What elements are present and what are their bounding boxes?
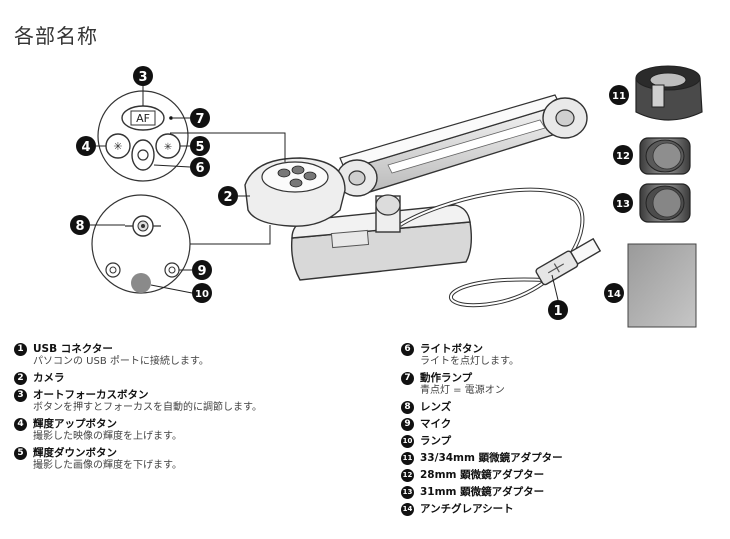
svg-text:2: 2: [223, 190, 232, 205]
svg-text:1: 1: [553, 304, 562, 319]
legend-number-badge: 9: [401, 418, 414, 431]
legend-description: 撮影した映像の輝度を上げます。: [33, 431, 182, 442]
usb-connector: [535, 237, 602, 286]
legend-label: アンチグレアシート: [420, 503, 514, 515]
af-label: AF: [136, 112, 150, 125]
callout-3: 3: [133, 66, 153, 106]
svg-text:4: 4: [81, 140, 90, 155]
legend-number-badge: 7: [401, 372, 414, 385]
callout-8: 8: [70, 215, 125, 235]
legend-item: 4 輝度アップボタン撮影した映像の輝度を上げます。: [14, 418, 374, 443]
svg-text:14: 14: [607, 289, 621, 300]
legend-number-badge: 14: [401, 503, 414, 516]
callout-4: 4: [76, 136, 106, 156]
legend-number-badge: 1: [14, 343, 27, 356]
legend-number-badge: 4: [14, 418, 27, 431]
legend-left: 1 USB コネクターパソコンの USB ポートに接続します。 2 カメラ 3 オートフォ…: [14, 343, 374, 476]
svg-text:6: 6: [195, 161, 204, 176]
svg-text:3: 3: [138, 70, 147, 85]
legend-item: 9 マイク: [401, 418, 721, 431]
callout-11: 11: [609, 85, 629, 105]
legend-item: 13 31mm 顕微鏡アダプター: [401, 486, 721, 499]
legend-item: 2 カメラ: [14, 372, 374, 385]
legend-number-badge: 6: [401, 343, 414, 356]
legend-number-badge: 3: [14, 389, 27, 402]
svg-text:✳: ✳: [113, 140, 122, 153]
callout-7: 7: [173, 108, 210, 128]
anti-glare-sheet: [627, 243, 697, 328]
svg-text:10: 10: [195, 289, 209, 300]
legend-number-badge: 8: [401, 401, 414, 414]
legend-item: 11 33/34mm 顕微鏡アダプター: [401, 452, 721, 465]
legend-label: レンズ: [420, 401, 452, 413]
legend-number-badge: 13: [401, 486, 414, 499]
page-title: 各部名称: [14, 24, 98, 48]
callout-10: 10: [150, 283, 212, 303]
legend-description: 撮影した画像の輝度を下げます。: [33, 460, 182, 471]
legend-description: ボタンを押すとフォーカスを自動的に調節します。: [33, 402, 262, 413]
svg-text:5: 5: [195, 140, 204, 155]
legend-description: ライトを点灯します。: [420, 356, 519, 367]
legend-label: 輝度アップボタン: [33, 418, 117, 430]
callout-5: 5: [180, 136, 210, 156]
legend-item: 3 オートフォーカスボタンボタンを押すとフォーカスを自動的に調節します。: [14, 389, 374, 414]
legend-label: ライトボタン: [420, 343, 483, 355]
adapter-31mm: [639, 183, 691, 223]
svg-text:9: 9: [197, 264, 206, 279]
lens-panel-zoom: [91, 194, 191, 294]
svg-text:11: 11: [612, 91, 626, 102]
legend-item: 6 ライトボタンライトを点灯します。: [401, 343, 721, 368]
legend-label: 28mm 顕微鏡アダプター: [420, 469, 545, 481]
adapter-28mm: [639, 137, 691, 175]
callout-6: 6: [153, 157, 210, 177]
callout-13: 13: [613, 193, 633, 213]
svg-text:8: 8: [75, 219, 84, 234]
adapter-33-34mm: [635, 65, 703, 121]
legend-description: 青点灯 = 電源オン: [420, 385, 505, 396]
legend-number-badge: 2: [14, 372, 27, 385]
legend-label: ランプ: [420, 435, 452, 447]
callout-12: 12: [613, 145, 633, 165]
legend-label: マイク: [420, 418, 452, 430]
legend-label: カメラ: [33, 372, 65, 384]
callout-9: 9: [179, 260, 212, 280]
arm: [336, 94, 588, 233]
legend-item: 7 動作ランプ青点灯 = 電源オン: [401, 372, 721, 397]
legend-number-badge: 5: [14, 447, 27, 460]
legend-label: 33/34mm 顕微鏡アダプター: [420, 452, 563, 464]
button-panel-zoom: AF ✳ ✳: [97, 90, 189, 182]
legend-item: 10 ランプ: [401, 435, 721, 448]
legend-label: オートフォーカスボタン: [33, 389, 149, 401]
legend-label: 31mm 顕微鏡アダプター: [420, 486, 545, 498]
callout-2: 2: [218, 186, 250, 206]
legend-item: 12 28mm 顕微鏡アダプター: [401, 469, 721, 482]
callout-14: 14: [604, 283, 624, 303]
legend-label: 動作ランプ: [420, 372, 473, 384]
svg-text:✳: ✳: [164, 142, 172, 153]
svg-text:7: 7: [195, 112, 204, 127]
legend-item: 1 USB コネクターパソコンの USB ポートに接続します。: [14, 343, 374, 368]
legend-item: 5 輝度ダウンボタン撮影した画像の輝度を下げます。: [14, 447, 374, 472]
svg-text:13: 13: [616, 199, 630, 210]
legend-label: USB コネクター: [33, 343, 113, 355]
legend-label: 輝度ダウンボタン: [33, 447, 117, 459]
callout-1: 1: [548, 274, 568, 320]
legend-number-badge: 11: [401, 452, 414, 465]
legend-right: 6 ライトボタンライトを点灯します。 7 動作ランプ青点灯 = 電源オン 8 レンズ 9 マイ…: [401, 343, 721, 520]
legend-description: パソコンの USB ポートに接続します。: [33, 356, 209, 367]
legend-item: 14 アンチグレアシート: [401, 503, 721, 516]
svg-text:12: 12: [616, 151, 630, 162]
legend-number-badge: 10: [401, 435, 414, 448]
legend-number-badge: 12: [401, 469, 414, 482]
parts-diagram: AF ✳ ✳: [70, 65, 703, 328]
legend-item: 8 レンズ: [401, 401, 721, 414]
camera-head: [244, 157, 346, 227]
